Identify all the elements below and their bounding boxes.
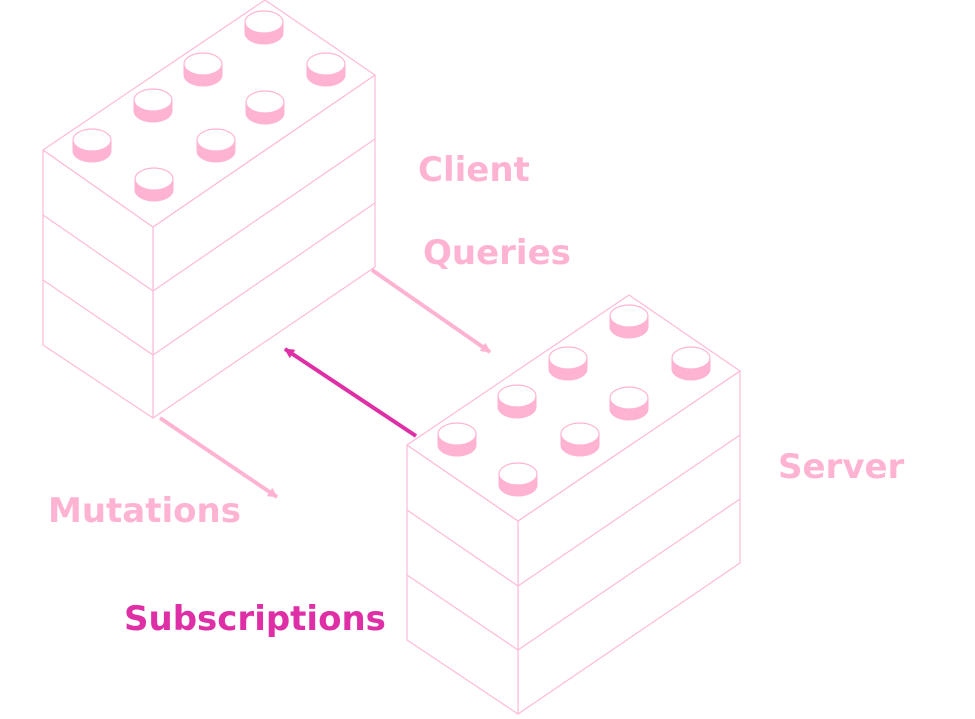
stud — [437, 422, 477, 457]
stud — [133, 88, 173, 123]
stud — [244, 10, 284, 45]
stud — [183, 52, 223, 87]
stud — [498, 462, 538, 497]
server-top-face — [406, 294, 741, 522]
client-studs — [72, 10, 346, 202]
stud — [134, 167, 174, 202]
stud — [671, 346, 711, 381]
server-layer-lines — [406, 434, 741, 651]
stud — [497, 384, 537, 419]
stud — [560, 422, 600, 457]
subscriptions-arrow — [283, 347, 418, 438]
stud — [548, 346, 588, 381]
stud — [306, 52, 346, 87]
client-layer-lines — [42, 138, 376, 356]
queries-label: Queries — [423, 233, 571, 273]
server-studs — [437, 304, 711, 497]
client-top-face — [42, 0, 376, 228]
client-label: Client — [418, 150, 530, 190]
client-brick — [42, 0, 376, 419]
mutations-label: Mutations — [48, 491, 241, 531]
stud — [245, 90, 285, 125]
stud — [72, 128, 112, 163]
server-brick — [406, 294, 741, 715]
stud — [609, 386, 649, 421]
stud — [196, 128, 236, 163]
mutations-arrow — [158, 416, 279, 499]
subscriptions-label: Subscriptions — [124, 599, 386, 639]
queries-arrow — [370, 268, 492, 354]
stud — [609, 304, 649, 339]
server-label: Server — [778, 447, 905, 487]
